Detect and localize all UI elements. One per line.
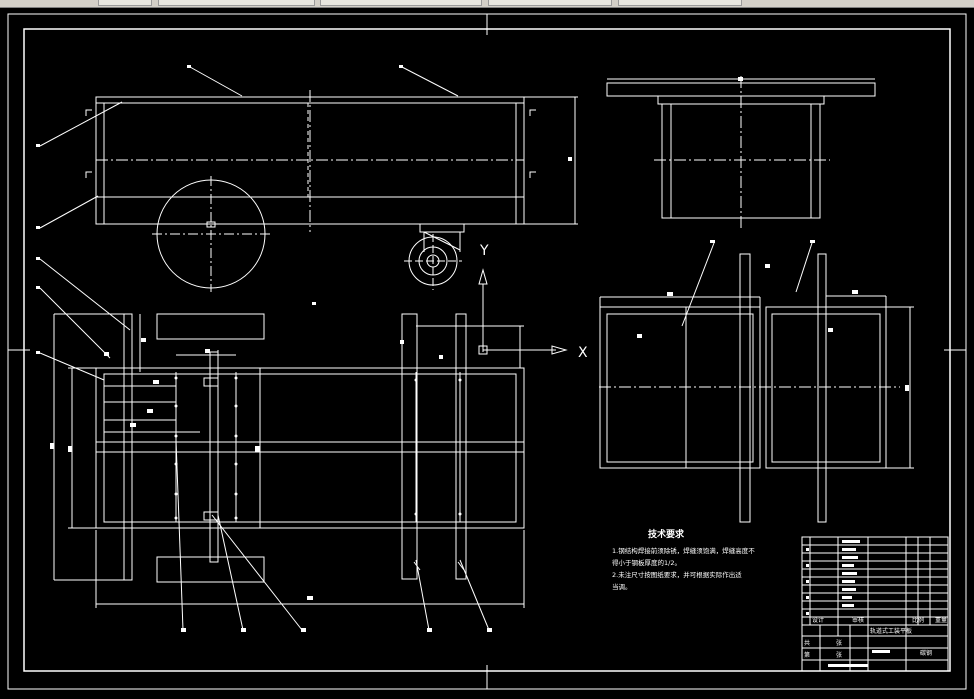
title-cell-label: 张 [836,639,842,647]
technical-requirements: 技术要求 1.钢结构焊接前须除锈，焊缝须饱满，焊缝高度不 得小于钢板厚度的1/2… [612,528,755,591]
material-note: 碳钢 [920,649,932,657]
axis-y-label: Y [479,243,489,259]
tech-requirement-line: 当调。 [612,582,632,591]
tech-requirements-title: 技术要求 [648,528,685,540]
tech-requirement-line: 1.钢结构焊接前须除锈，焊缝须饱满，焊缝高度不 [612,546,755,555]
title-cell-label: 重量 [935,616,947,624]
toolbar-button[interactable] [158,0,315,6]
tech-requirement-line: 2.未注尺寸按图纸要求，并可根据实际作出适 [612,570,742,579]
toolbar-button[interactable] [488,0,612,6]
toolbar-button[interactable] [98,0,152,6]
title-cell-label: 张 [836,651,842,659]
title-cell-label: 第 [804,651,810,659]
section-view [599,242,914,523]
drawing-name: 轨道式工装平板 [870,627,912,635]
title-cell-label: 设计 [812,616,824,624]
front-view [39,66,578,292]
title-block-text: 轨道式工装平板 碳钢 设计 审核 比例 重量 共 张 第 张 [804,616,947,659]
section-view-dim-tags [637,240,909,391]
frame-center-marks [8,14,966,689]
window-toolbar-strip [0,0,974,8]
toolbar-button[interactable] [320,0,482,6]
plan-view-dim-tags [36,257,492,632]
front-view-item-tags [36,65,572,305]
plan-view [39,258,525,631]
title-block [801,536,949,672]
title-cell-label: 比例 [912,616,924,624]
title-cell-label: 共 [804,639,810,647]
title-cell-label: 审核 [852,616,864,624]
tech-requirement-line: 得小于钢板厚度的1/2。 [612,558,681,567]
toolbar-button[interactable] [618,0,742,6]
side-view-dim-tag [738,77,743,81]
title-block-fill-marks [806,540,890,667]
side-view [606,76,876,228]
ucs-axis-icon [478,268,568,355]
axis-x-label: X [578,345,588,361]
